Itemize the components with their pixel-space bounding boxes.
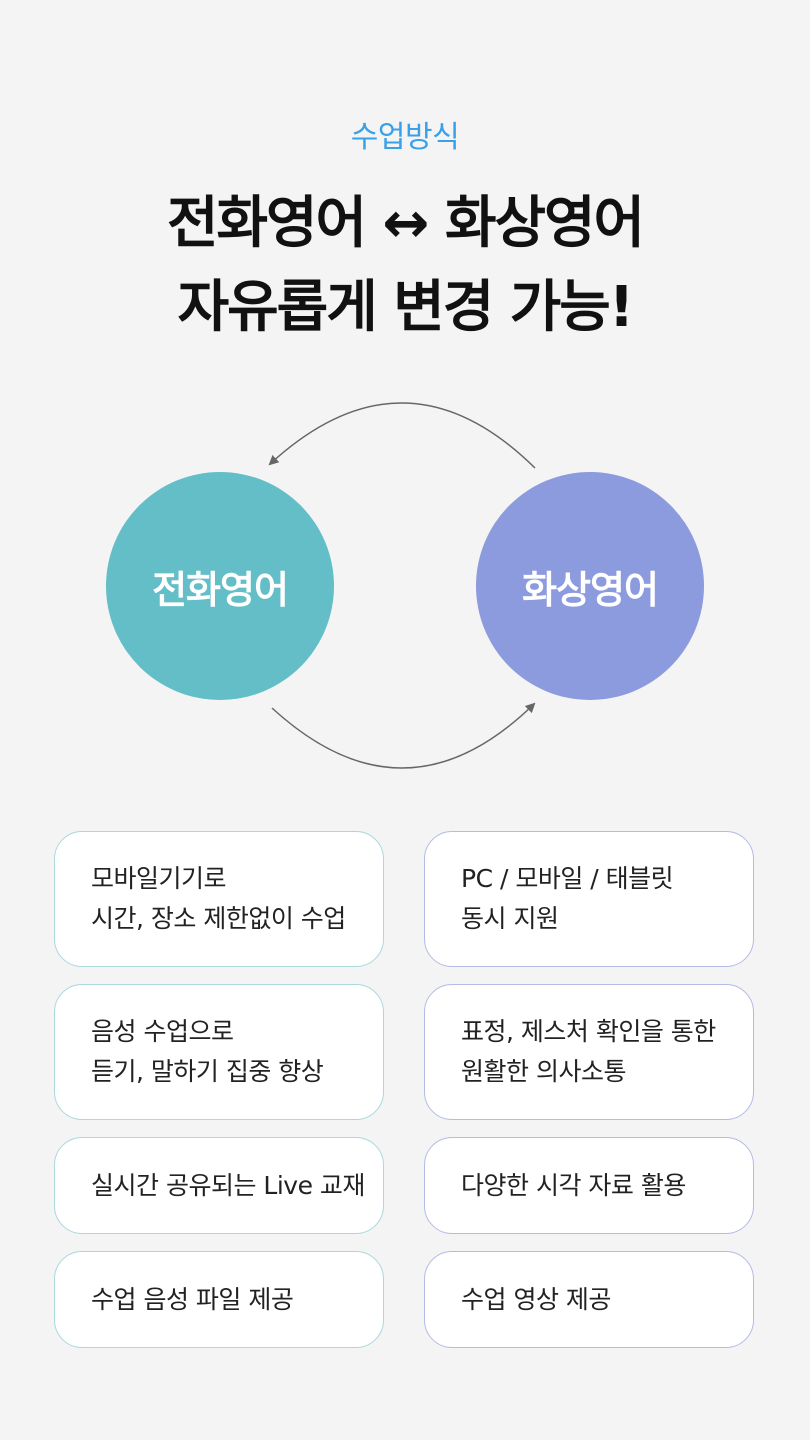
phone-feature-card: 수업 음성 파일 제공	[54, 1251, 384, 1348]
switch-diagram: 전화영어 화상영어	[0, 400, 810, 780]
card-line: 시간, 장소 제한없이 수업	[91, 904, 346, 933]
card-line: 듣기, 말하기 집중 향상	[91, 1057, 324, 1086]
card-line: PC / 모바일 / 태블릿	[461, 864, 674, 893]
phone-english-circle: 전화영어	[106, 472, 334, 700]
card-line: 수업 영상 제공	[461, 1284, 611, 1314]
phone-feature-card: 실시간 공유되는 Live 교재	[54, 1137, 384, 1234]
bottom-arrow	[271, 702, 536, 769]
top-arrow	[268, 402, 536, 469]
headline-line-1: 전화영어 ↔ 화상영어	[166, 191, 645, 256]
card-line: 동시 지원	[461, 904, 559, 933]
video-english-label: 화상영어	[522, 567, 659, 612]
card-line: 표정, 제스처 확인을 통한	[461, 1017, 716, 1046]
section-label: 수업방식	[350, 120, 460, 155]
video-feature-card: 표정, 제스처 확인을 통한 원활한 의사소통	[424, 984, 754, 1120]
card-line: 실시간 공유되는 Live 교재	[91, 1170, 365, 1200]
card-line: 모바일기기로	[91, 864, 227, 893]
video-feature-card: 다양한 시각 자료 활용	[424, 1137, 754, 1234]
card-line: 음성 수업으로	[91, 1017, 234, 1046]
phone-feature-card: 모바일기기로 시간, 장소 제한없이 수업	[54, 831, 384, 967]
headline-line-2: 자유롭게 변경 가능!	[177, 275, 635, 340]
card-line: 수업 음성 파일 제공	[91, 1284, 294, 1314]
video-feature-card: 수업 영상 제공	[424, 1251, 754, 1348]
video-feature-card: PC / 모바일 / 태블릿 동시 지원	[424, 831, 754, 967]
card-line: 원활한 의사소통	[461, 1057, 626, 1086]
switch-arrows-icon	[268, 402, 536, 769]
video-english-circle: 화상영어	[476, 472, 704, 700]
phone-feature-card: 음성 수업으로 듣기, 말하기 집중 향상	[54, 984, 384, 1120]
card-line: 다양한 시각 자료 활용	[461, 1170, 686, 1200]
phone-english-label: 전화영어	[152, 567, 289, 612]
